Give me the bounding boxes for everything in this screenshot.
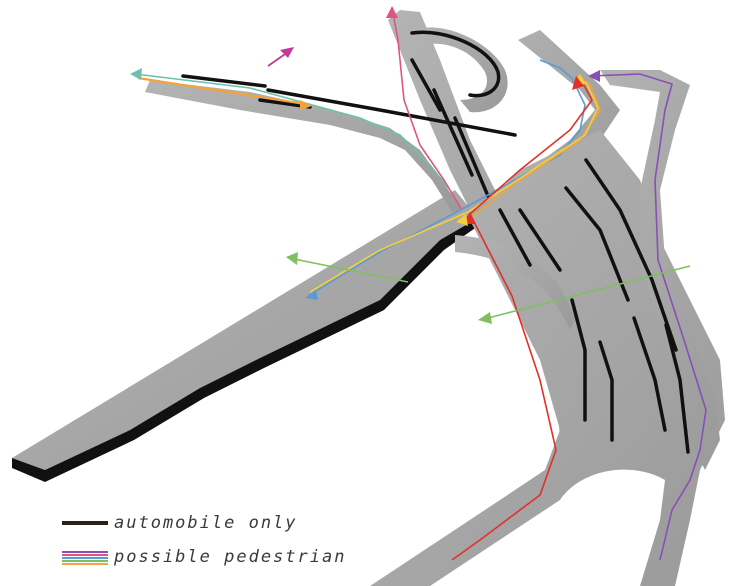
auto-lane-nw-1: [181, 74, 267, 88]
green-arrow-icon-1: [286, 252, 298, 265]
pedestrian-label: possible pedestrian: [114, 547, 347, 567]
northwest-road: [145, 80, 462, 212]
blue-arrow-icon: [305, 290, 318, 300]
top-loop-ramp: [415, 27, 508, 113]
legend-pedestrian: possible pedestrian: [62, 547, 346, 567]
auto-lane-c-4: [598, 340, 614, 442]
auto-lane-e-3: [584, 158, 678, 352]
automobile-lanes: [181, 30, 690, 454]
auto-lane-n-1: [410, 58, 442, 112]
road-surfaces: [12, 10, 725, 586]
auto-lane-c-2: [518, 208, 562, 272]
pedestrian-paths: [134, 7, 707, 561]
arrowheads: [130, 6, 600, 300]
yellow-path: [309, 81, 599, 293]
yellow-arrow-icon-center: [456, 214, 468, 226]
red-path: [451, 213, 557, 561]
pink-path: [391, 7, 463, 211]
teal-arrow-icon: [130, 68, 142, 80]
magenta-direction-arrow: [267, 47, 294, 67]
legend-automobile: automobile only: [62, 513, 298, 533]
auto-lane-c-3: [570, 298, 587, 422]
auto-lane-n-3: [453, 116, 490, 198]
red-arrow-icon-top: [572, 76, 584, 90]
magenta-arrow-icon: [280, 47, 294, 58]
auto-lane-e-4: [664, 323, 690, 454]
automobile-swatch: [62, 521, 108, 525]
auto-lane-n-2: [432, 88, 474, 177]
orange-arrow-icon: [300, 100, 312, 110]
automobile-label: automobile only: [114, 513, 298, 533]
green-arrow-icon-2: [478, 312, 492, 324]
east-ramp: [600, 70, 720, 470]
orange-path-nw: [137, 76, 306, 106]
teal-path: [134, 73, 451, 191]
red-path-north: [469, 77, 593, 215]
auto-lane-nw-2: [266, 88, 517, 137]
southwest-road-underside: [45, 218, 478, 482]
southwest-road-side: [12, 458, 45, 482]
purple-arrow-icon: [588, 70, 600, 82]
purple-path: [589, 73, 707, 561]
southwest-road: [12, 190, 478, 470]
auto-lane-e-2: [632, 316, 667, 432]
auto-lane-loop: [410, 30, 501, 98]
auto-lane-c-1: [498, 208, 532, 267]
green-direction-arrows: [286, 252, 691, 324]
pink-arrow-icon: [386, 6, 398, 18]
auto-lane-e-1: [564, 186, 630, 302]
pedestrian-swatch: [62, 551, 108, 565]
cross-connector: [455, 235, 575, 330]
